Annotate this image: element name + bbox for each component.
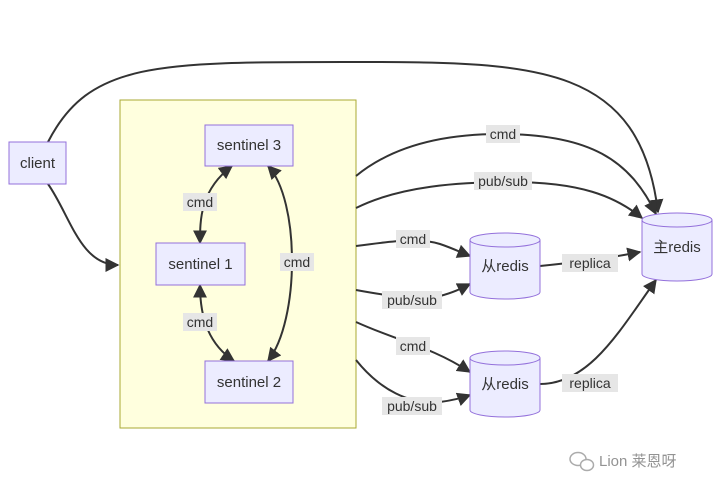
label-pubsub-r2: pub/sub [382, 397, 442, 415]
svg-text:cmd: cmd [400, 338, 426, 354]
node-sentinel-1[interactable]: sentinel 1 [155, 242, 246, 286]
watermark: Lion 莱恩呀 [569, 451, 677, 472]
label-s3-s2: cmd [280, 253, 314, 271]
client-label: client [20, 155, 56, 172]
svg-text:replica: replica [569, 255, 610, 271]
node-client[interactable]: client [8, 141, 67, 185]
edge-client-cluster [47, 183, 120, 272]
svg-text:cmd: cmd [490, 126, 516, 142]
label-cmd-r2: cmd [396, 337, 430, 355]
watermark-text: Lion 莱恩呀 [599, 453, 677, 470]
edge-replica2-master [539, 278, 657, 385]
label-cmd-master: cmd [486, 125, 520, 143]
svg-text:cmd: cmd [187, 194, 213, 210]
label-replica-1: replica [562, 254, 618, 272]
sentinel-1-label: sentinel 1 [168, 256, 232, 273]
edge-cmd-r1 [355, 239, 472, 258]
node-replica-redis-2[interactable]: 从redis [469, 350, 541, 418]
label-pubsub-master: pub/sub [474, 172, 532, 190]
svg-text:pub/sub: pub/sub [387, 398, 437, 414]
label-pubsub-r1: pub/sub [382, 291, 442, 309]
node-sentinel-3[interactable]: sentinel 3 [204, 124, 294, 167]
node-replica-redis-1[interactable]: 从redis [469, 232, 541, 300]
node-sentinel-2[interactable]: sentinel 2 [204, 360, 294, 404]
replica-2-label: 从redis [481, 376, 529, 393]
label-cmd-r1: cmd [396, 230, 430, 248]
node-master-redis[interactable]: 主redis [641, 212, 713, 282]
sentinel-3-label: sentinel 3 [217, 137, 281, 154]
svg-text:cmd: cmd [187, 314, 213, 330]
sentinel-2-label: sentinel 2 [217, 374, 281, 391]
svg-text:pub/sub: pub/sub [387, 292, 437, 308]
svg-text:cmd: cmd [284, 254, 310, 270]
label-s3-s1: cmd [183, 193, 217, 211]
svg-text:replica: replica [569, 375, 610, 391]
label-s1-s2: cmd [183, 313, 217, 331]
replica-1-label: 从redis [481, 258, 529, 275]
label-replica-2: replica [562, 374, 618, 392]
svg-text:cmd: cmd [400, 231, 426, 247]
svg-text:pub/sub: pub/sub [478, 173, 528, 189]
edge-client-master [47, 60, 664, 214]
wechat-icon [569, 451, 595, 472]
edge-pubsub-r2 [355, 359, 472, 406]
master-redis-label: 主redis [653, 239, 701, 256]
